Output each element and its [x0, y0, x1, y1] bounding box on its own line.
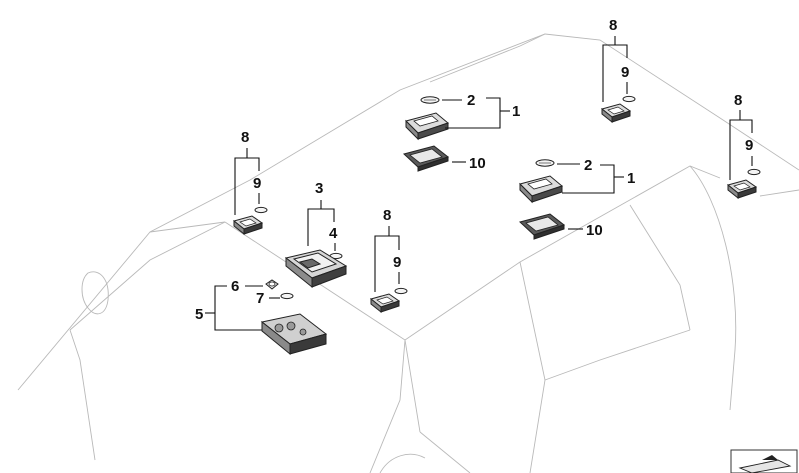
reading-light-icon [601, 103, 631, 123]
lens-icon [403, 145, 449, 172]
callout-9: 9 [393, 254, 401, 271]
bulb-icon [747, 168, 761, 176]
reading-light-group-far-right: 8 9 [727, 92, 761, 199]
switch-unit-group: 6 7 5 [195, 278, 328, 356]
callout-1: 1 [627, 170, 635, 187]
roof-light-group-rear: 2 1 10 [519, 157, 635, 240]
roof-light-group-front: 2 1 10 [403, 92, 520, 172]
callout-9: 9 [253, 175, 261, 192]
callout-7: 7 [256, 290, 264, 307]
callout-8: 8 [609, 17, 617, 34]
callout-8: 8 [383, 207, 391, 224]
bulb-icon [265, 279, 279, 290]
callout-8: 8 [734, 92, 742, 109]
callout-2: 2 [467, 92, 475, 109]
callout-10: 10 [469, 155, 486, 172]
callout-9: 9 [745, 137, 753, 154]
callout-8: 8 [241, 129, 249, 146]
callout-1: 1 [512, 103, 520, 120]
reading-light-group-top-right: 8 9 [601, 17, 636, 123]
lens-icon [519, 213, 565, 240]
front-light-group: 3 4 [284, 180, 348, 289]
car-outline [17, 33, 799, 473]
bulb-icon [420, 96, 440, 104]
bulb-icon [535, 159, 555, 167]
bulb-icon [280, 292, 294, 300]
interior-light-icon [405, 112, 449, 140]
vanity-light-icon [284, 249, 348, 289]
callout-5: 5 [195, 306, 203, 323]
switch-unit-icon [260, 313, 328, 356]
callout-9: 9 [621, 64, 629, 81]
callout-2: 2 [584, 157, 592, 174]
bulb-icon [394, 287, 408, 295]
reading-light-group-center: 8 9 [370, 207, 408, 313]
reading-light-icon [727, 179, 757, 199]
page-turn-icon[interactable] [730, 449, 798, 473]
callout-10: 10 [586, 222, 603, 239]
bulb-icon [254, 206, 268, 214]
interior-light-icon [519, 175, 563, 203]
callout-3: 3 [315, 180, 323, 197]
bulb-icon [622, 95, 636, 103]
reading-light-icon [370, 293, 400, 313]
callout-4: 4 [329, 225, 338, 242]
reading-light-group-left: 8 9 [233, 129, 268, 235]
callout-6: 6 [231, 278, 239, 295]
reading-light-icon [233, 215, 263, 235]
